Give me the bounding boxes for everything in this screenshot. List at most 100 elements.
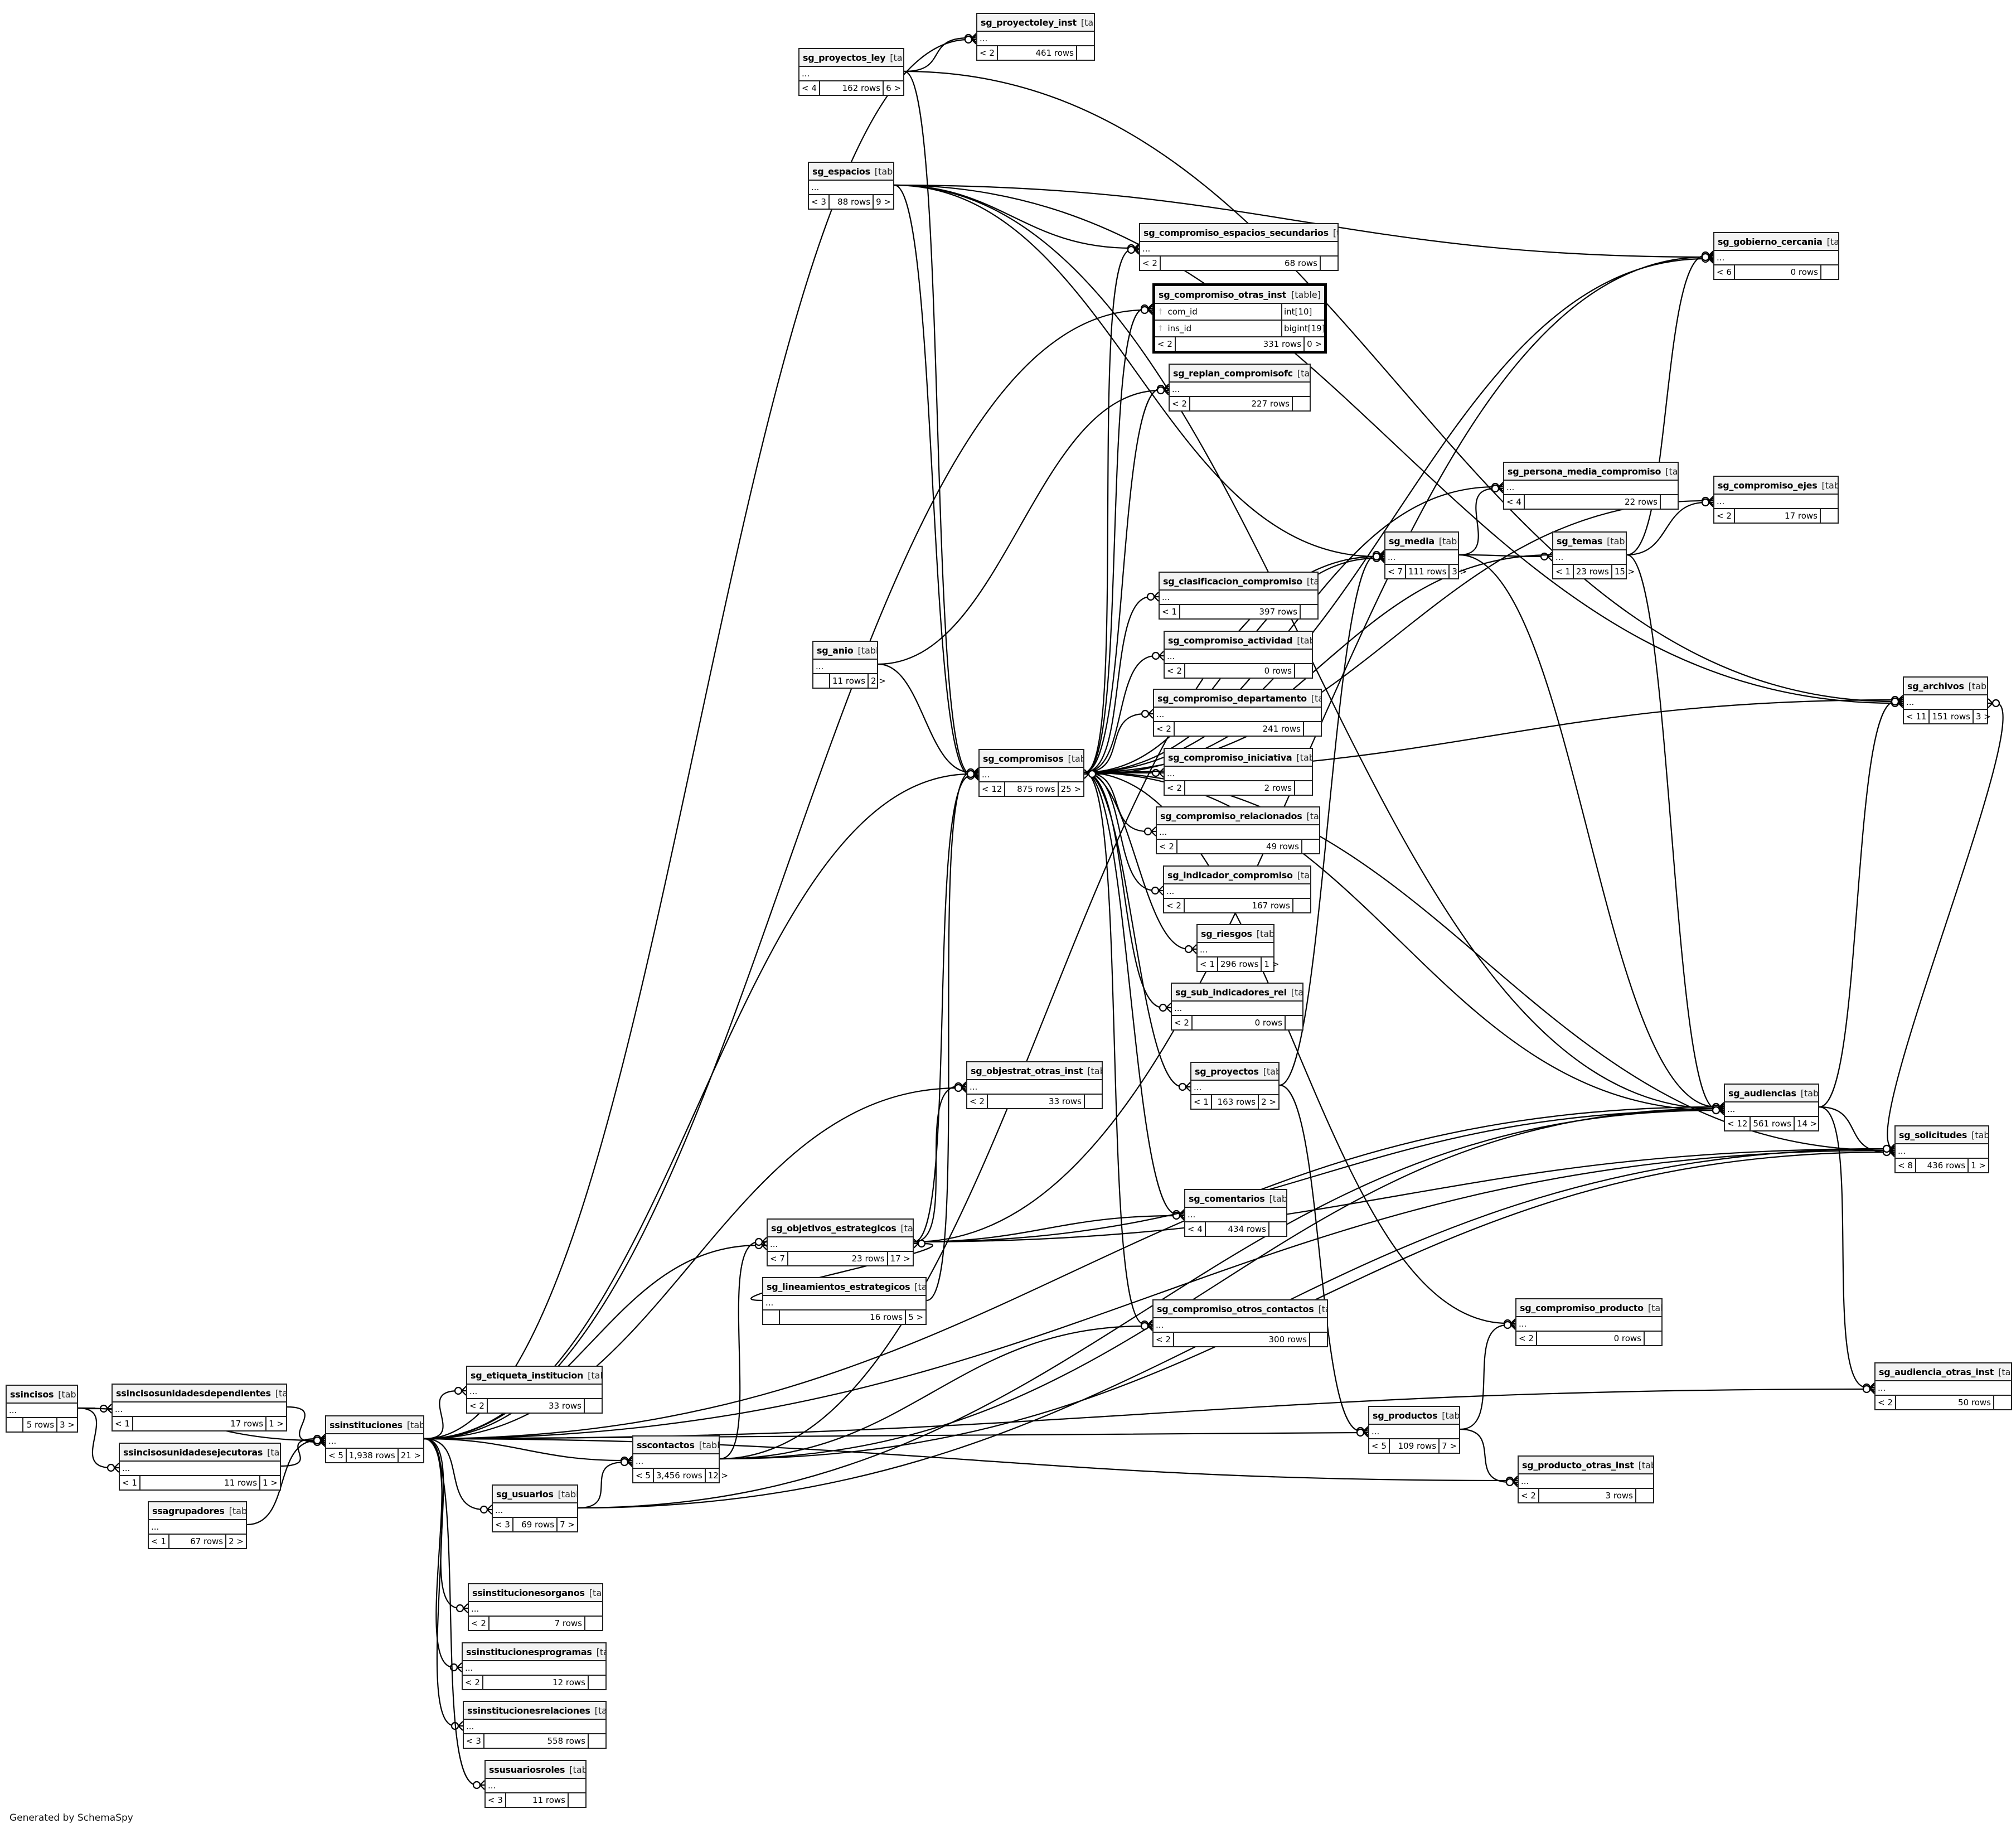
columns-collapsed[interactable]: ...: [1519, 1474, 1653, 1489]
table-name[interactable]: sg_audiencia_otras_inst: [1879, 1366, 1994, 1377]
columns-collapsed[interactable]: ...: [463, 1661, 605, 1676]
children-count[interactable]: [1994, 1396, 2011, 1409]
parents-count[interactable]: < 2: [1165, 664, 1185, 678]
children-count[interactable]: 3 >: [1452, 567, 1467, 577]
parents-count[interactable]: < 2: [1164, 899, 1185, 912]
table-sg-compromiso-ejes[interactable]: sg_compromiso_ejes[table]...< 217 rows: [1713, 476, 1839, 524]
columns-collapsed[interactable]: ...: [467, 1385, 602, 1399]
parents-count[interactable]: < 7: [768, 1252, 788, 1265]
table-name[interactable]: sg_compromiso_espacios_secundarios: [1143, 227, 1329, 238]
table-name[interactable]: sg_usuarios: [496, 1488, 554, 1500]
columns-collapsed[interactable]: ...: [326, 1434, 423, 1449]
children-count[interactable]: 1 >: [1264, 959, 1280, 969]
children-count[interactable]: [1821, 265, 1838, 279]
children-count[interactable]: [569, 1793, 585, 1807]
table-name[interactable]: sg_audiencias: [1728, 1087, 1796, 1099]
table-name[interactable]: sg_comentarios: [1189, 1193, 1265, 1204]
children-count[interactable]: 7 >: [560, 1520, 575, 1530]
children-count[interactable]: [589, 1734, 605, 1748]
children-count[interactable]: [589, 1676, 605, 1689]
columns-collapsed[interactable]: ...: [1504, 481, 1678, 495]
parents-count[interactable]: < 1: [120, 1476, 140, 1489]
columns-collapsed[interactable]: ...: [1198, 943, 1273, 957]
table-name[interactable]: sg_persona_media_compromiso: [1508, 466, 1661, 477]
columns-collapsed[interactable]: ...: [977, 32, 1094, 46]
parents-count[interactable]: < 2: [467, 1399, 488, 1413]
columns-collapsed[interactable]: ...: [967, 1080, 1102, 1095]
table-name[interactable]: sg_compromisos: [983, 753, 1064, 764]
children-count[interactable]: [1295, 781, 1312, 795]
table-name[interactable]: ssinstitucionesprogramas: [466, 1646, 592, 1657]
columns-collapsed[interactable]: ...: [1160, 591, 1317, 605]
parents-count[interactable]: [813, 674, 830, 688]
parents-count[interactable]: < 8: [1896, 1159, 1916, 1172]
children-count[interactable]: 2 >: [1261, 1097, 1276, 1107]
table-sg-indicador-compromiso[interactable]: sg_indicador_compromiso[table]...< 2167 …: [1163, 865, 1311, 913]
columns-collapsed[interactable]: ...: [633, 1454, 719, 1469]
table-sg-objetivos-estrategicos[interactable]: sg_objetivos_estrategicos[table]...< 723…: [767, 1218, 914, 1266]
children-count[interactable]: [1645, 1332, 1661, 1345]
children-count[interactable]: [1636, 1489, 1653, 1502]
parents-count[interactable]: < 12: [1725, 1117, 1751, 1130]
table-sg-sub-indicadores-rel[interactable]: sg_sub_indicadores_rel[table]...< 20 row…: [1171, 983, 1303, 1031]
table-sg-compromiso-actividad[interactable]: sg_compromiso_actividad[table]...< 20 ro…: [1164, 631, 1313, 679]
parents-count[interactable]: < 2: [1519, 1489, 1539, 1502]
children-count[interactable]: 6 >: [886, 83, 901, 93]
children-count[interactable]: 14 >: [1796, 1119, 1818, 1129]
columns-collapsed[interactable]: ...: [1140, 242, 1337, 257]
parents-count[interactable]: < 3: [493, 1518, 513, 1531]
children-count[interactable]: 5 >: [908, 1312, 923, 1322]
children-count[interactable]: [1269, 1222, 1286, 1236]
table-name[interactable]: sg_gobierno_cercania: [1718, 236, 1823, 247]
table-name[interactable]: ssincisos: [10, 1389, 54, 1400]
children-count[interactable]: 12 >: [707, 1471, 729, 1481]
table-name[interactable]: sg_compromiso_producto: [1520, 1302, 1644, 1313]
children-count[interactable]: [1821, 509, 1838, 523]
table-name[interactable]: sg_proyectoley_inst: [981, 17, 1077, 28]
table-name[interactable]: ssinstitucionesrelaciones: [467, 1705, 590, 1716]
children-count[interactable]: [585, 1617, 602, 1630]
children-count[interactable]: 1 >: [263, 1478, 278, 1488]
columns-collapsed[interactable]: ...: [464, 1720, 605, 1734]
table-name[interactable]: ssincisosunidadesejecutoras: [123, 1447, 263, 1458]
parents-count[interactable]: < 11: [1904, 710, 1930, 723]
table-name[interactable]: ssusuariosroles: [489, 1764, 565, 1775]
table-name[interactable]: sg_espacios: [812, 166, 870, 177]
table-sg-compromiso-espacios-secundarios[interactable]: sg_compromiso_espacios_secundarios[table…: [1139, 223, 1339, 271]
parents-count[interactable]: < 2: [1516, 1332, 1537, 1345]
table-name[interactable]: sg_productos: [1373, 1410, 1438, 1421]
columns-collapsed[interactable]: ...: [1369, 1425, 1459, 1439]
table-name[interactable]: sg_proyectos: [1195, 1066, 1259, 1077]
table-sg-objestrat-otras-inst[interactable]: sg_objestrat_otras_inst[table]...< 233 r…: [966, 1061, 1103, 1109]
columns-collapsed[interactable]: ...: [1904, 695, 1987, 710]
children-count[interactable]: [1293, 397, 1310, 410]
columns-collapsed[interactable]: ...: [1896, 1144, 1988, 1159]
table-name[interactable]: sg_sub_indicadores_rel: [1175, 986, 1287, 998]
parents-count[interactable]: < 2: [1170, 397, 1190, 410]
parents-count[interactable]: < 4: [1504, 495, 1525, 509]
parents-count[interactable]: < 7: [1385, 565, 1406, 578]
children-count[interactable]: 0 >: [1307, 339, 1322, 349]
parents-count[interactable]: < 2: [463, 1676, 483, 1689]
table-name[interactable]: sg_lineamientos_estrategicos: [767, 1281, 910, 1292]
parents-count[interactable]: < 2: [469, 1617, 490, 1630]
parents-count[interactable]: < 3: [809, 195, 830, 209]
table-name[interactable]: sg_media: [1389, 535, 1435, 546]
children-count[interactable]: [1293, 899, 1310, 912]
table-name[interactable]: sg_indicador_compromiso: [1167, 869, 1293, 881]
children-count[interactable]: [1077, 46, 1094, 60]
children-count[interactable]: 3 >: [1975, 712, 1991, 722]
children-count[interactable]: 15 >: [1614, 567, 1635, 577]
table-name[interactable]: sg_objetivos_estrategicos: [771, 1222, 896, 1234]
table-sg-etiqueta-institucion[interactable]: sg_etiqueta_institucion[table]...< 233 r…: [466, 1366, 603, 1414]
table-name[interactable]: sg_temas: [1557, 535, 1603, 546]
columns-collapsed[interactable]: ...: [7, 1404, 77, 1418]
